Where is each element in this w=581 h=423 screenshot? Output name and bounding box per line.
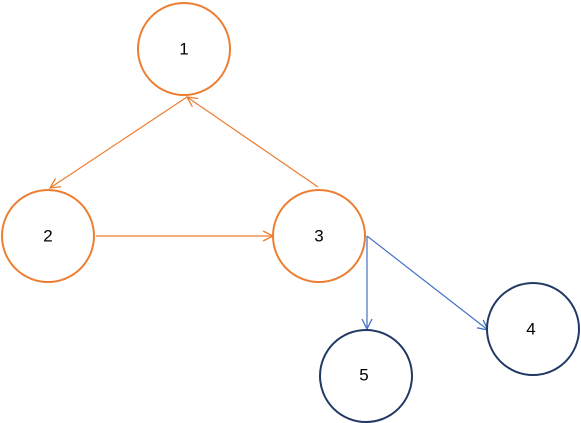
node-4-circle [486, 282, 580, 376]
node-5-label: 5 [359, 366, 368, 385]
node-4-label: 4 [526, 320, 535, 339]
node-4: 4 [486, 282, 580, 376]
node-3-label: 3 [314, 227, 323, 246]
node-1-label: 1 [179, 40, 188, 59]
edge-3-to-4 [366, 235, 488, 330]
edge-1-to-2 [50, 96, 188, 188]
node-2: 2 [1, 189, 95, 283]
edge-3-to-1 [187, 97, 319, 188]
node-3: 3 [272, 189, 366, 283]
node-1: 1 [137, 2, 231, 96]
node-2-circle [1, 189, 95, 283]
node-2-label: 2 [43, 227, 52, 246]
node-1-circle [137, 2, 231, 96]
node-3-circle [272, 189, 366, 283]
node-5: 5 [319, 329, 413, 423]
node-5-circle [319, 329, 413, 423]
